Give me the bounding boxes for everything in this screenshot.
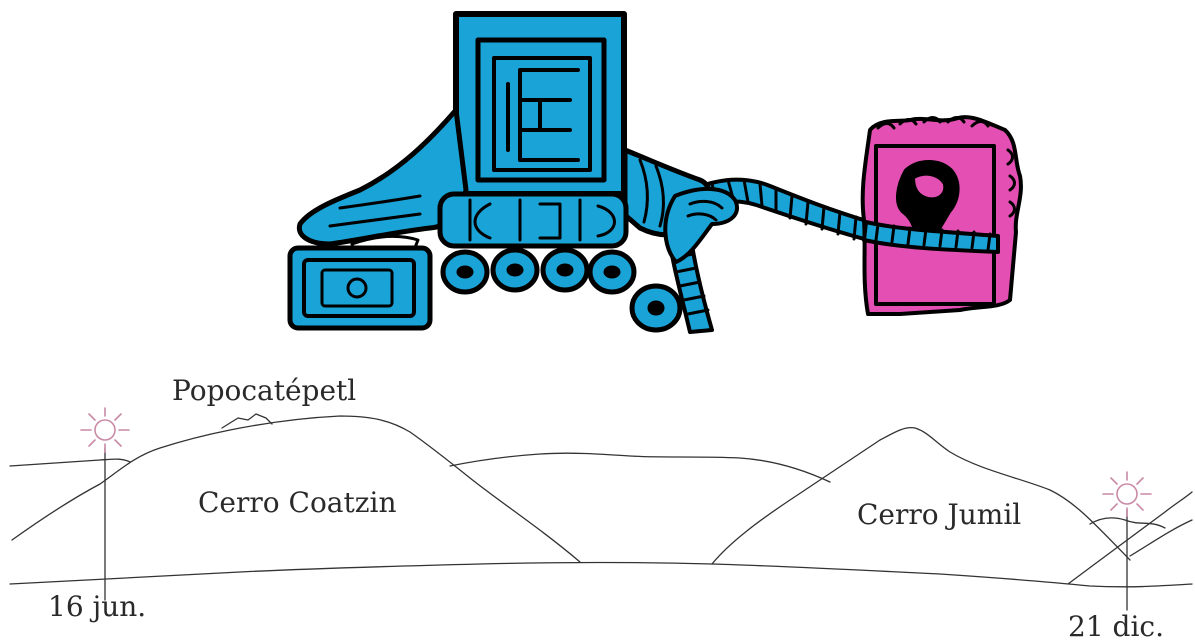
- label-popocatepetl: Popocatépetl: [172, 374, 356, 407]
- horizon-line-left: [9, 458, 131, 467]
- aztec-codex-glyph-icon: [287, 11, 1023, 334]
- label-date-right: 21 dic.: [1068, 610, 1164, 643]
- ridge-right-slope: [1067, 491, 1193, 585]
- label-cerro-jumil: Cerro Jumil: [857, 498, 1021, 531]
- sun-icon: [1102, 471, 1152, 517]
- numeral-dots: [440, 247, 683, 333]
- sun-icon: [80, 407, 130, 453]
- ridge-jumil: [711, 426, 1131, 565]
- popocatepetl-summit: [221, 413, 273, 429]
- ridge-right-small: [1089, 517, 1166, 529]
- label-date-left: 16 jun.: [48, 590, 146, 623]
- ridge-right-lower: [1129, 519, 1193, 557]
- pink-glyph-box: [860, 115, 1023, 316]
- ridge-middle: [449, 452, 831, 483]
- foreground-line: [9, 561, 1193, 588]
- label-cerro-coatzin: Cerro Coatzin: [198, 486, 397, 519]
- ridge-coatzin: [11, 415, 581, 563]
- horizon-landscape: Popocatépetl Cerro Coatzin Cerro Jumil 1…: [9, 374, 1193, 643]
